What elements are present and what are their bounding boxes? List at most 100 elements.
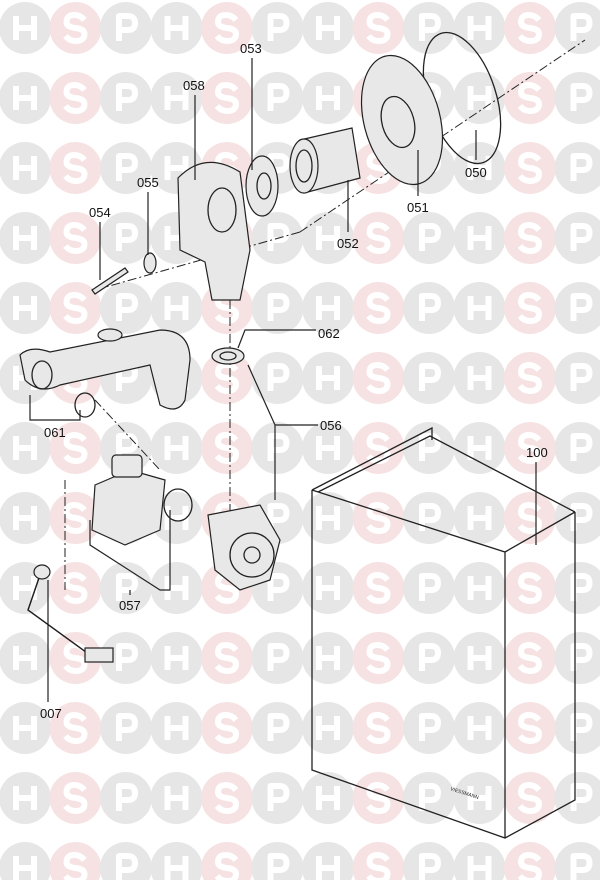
watermark-glyph-icon [570,713,593,741]
watermark-glyph-icon [116,293,138,321]
label-054: 054 [89,205,111,220]
label-062: 062 [318,326,340,341]
watermark-glyph-icon [267,783,290,811]
watermark-glyph-icon [467,436,492,460]
part-061-air-pipe[interactable] [19,328,191,418]
watermark-glyph-icon [63,852,88,880]
watermark-glyph-icon [517,12,542,44]
watermark-glyph-icon [63,782,88,814]
watermark-glyph-icon [316,786,340,810]
watermark-glyph-icon [164,436,189,460]
part-051-burner-door[interactable] [348,46,456,193]
part-053-gasket[interactable] [245,155,279,217]
watermark-glyph-icon [214,82,239,114]
watermark-glyph-icon [467,856,492,880]
watermark-glyph-icon [366,292,391,324]
part-054-electrode[interactable] [91,267,129,295]
watermark-circle [504,842,556,880]
label-100: 100 [526,445,548,460]
watermark-glyph-icon [366,572,391,604]
watermark-glyph-icon [116,153,138,181]
watermark-glyph-icon [63,222,88,254]
watermark-glyph-icon [316,716,340,740]
watermark-glyph-icon [13,296,37,320]
watermark-glyph-icon [570,503,593,531]
watermark-glyph-icon [570,573,593,601]
watermark-glyph-icon [467,506,492,530]
watermark-glyph-icon [116,783,138,811]
watermark-glyph-icon [13,86,37,110]
watermark-glyph-icon [517,432,542,464]
label-050: 050 [465,165,487,180]
part-057-gas-valve[interactable] [91,454,166,546]
watermark-glyph-icon [316,86,340,110]
watermark-glyph-icon [316,436,340,460]
watermark-glyph-icon [517,152,542,184]
watermark-glyph-icon [267,83,290,111]
part-007-gas-pipe[interactable] [27,564,114,663]
watermark-circle [302,842,354,880]
part-056-fan[interactable] [163,488,281,591]
watermark-glyph-icon [517,502,542,534]
watermark-circle [49,842,102,880]
watermark-glyph-icon [366,362,391,394]
watermark-circle [0,842,51,880]
watermark-glyph-icon [517,712,542,744]
watermark-circle [403,842,455,880]
watermark-glyph-icon [316,226,340,250]
watermark-glyph-icon [419,223,441,251]
watermark-glyph-icon [570,363,593,391]
watermark-glyph-icon [467,366,492,390]
watermark-glyph-icon [164,646,189,670]
watermark-circle [201,842,253,880]
watermark-glyph-icon [570,853,593,880]
watermark-glyph-icon [570,153,593,181]
watermark-glyph-icon [366,782,391,814]
watermark-glyph-icon [467,226,492,250]
watermark-glyph-icon [13,226,37,250]
watermark-glyph-icon [116,83,138,111]
watermark-glyph-icon [419,503,441,531]
watermark-glyph-icon [419,853,441,880]
label-007: 007 [40,706,62,721]
part-058-fan-housing[interactable] [177,161,251,301]
watermark-glyph-icon [214,712,239,744]
watermark-glyph-icon [116,853,138,880]
watermark-glyph-icon [13,856,37,880]
watermark-glyph-icon [164,296,189,320]
watermark-glyph-icon [267,643,290,671]
watermark-glyph-icon [13,716,37,740]
watermark-glyph-icon [366,502,391,534]
watermark-glyph-icon [570,223,593,251]
watermark-glyph-icon [419,783,441,811]
watermark-glyph-icon [116,713,138,741]
watermark-glyph-icon [63,502,88,534]
watermark-glyph-icon [116,573,138,601]
watermark-circle [554,842,600,880]
label-056: 056 [320,418,342,433]
watermark-glyph-icon [517,852,542,880]
watermark-glyph-icon [316,366,340,390]
watermark-glyph-icon [214,852,239,880]
watermark-glyph-icon [517,222,542,254]
watermark-glyph-icon [214,12,239,44]
part-055-gasket[interactable] [143,252,157,274]
watermark-glyph-icon [366,852,391,880]
label-051: 051 [407,200,429,215]
watermark-glyph-icon [267,293,290,321]
watermark-glyph-icon [467,16,492,40]
watermark-glyph-icon [63,432,88,464]
part-052-burner-tube[interactable] [289,127,361,194]
watermark-glyph-icon [63,642,88,674]
callout-labels: 050 051 052 053 058 055 054 062 056 061 … [40,41,548,721]
watermark-glyph-icon [267,223,290,251]
watermark-glyph-icon [517,82,542,114]
part-062-gasket[interactable] [211,347,245,365]
watermark-glyph-icon [214,432,239,464]
watermark-glyph-icon [570,13,593,41]
watermark-glyph-icon [164,86,189,110]
watermark-glyph-icon [13,436,37,460]
watermark-glyph-icon [467,86,492,110]
watermark-glyph-icon [467,716,492,740]
